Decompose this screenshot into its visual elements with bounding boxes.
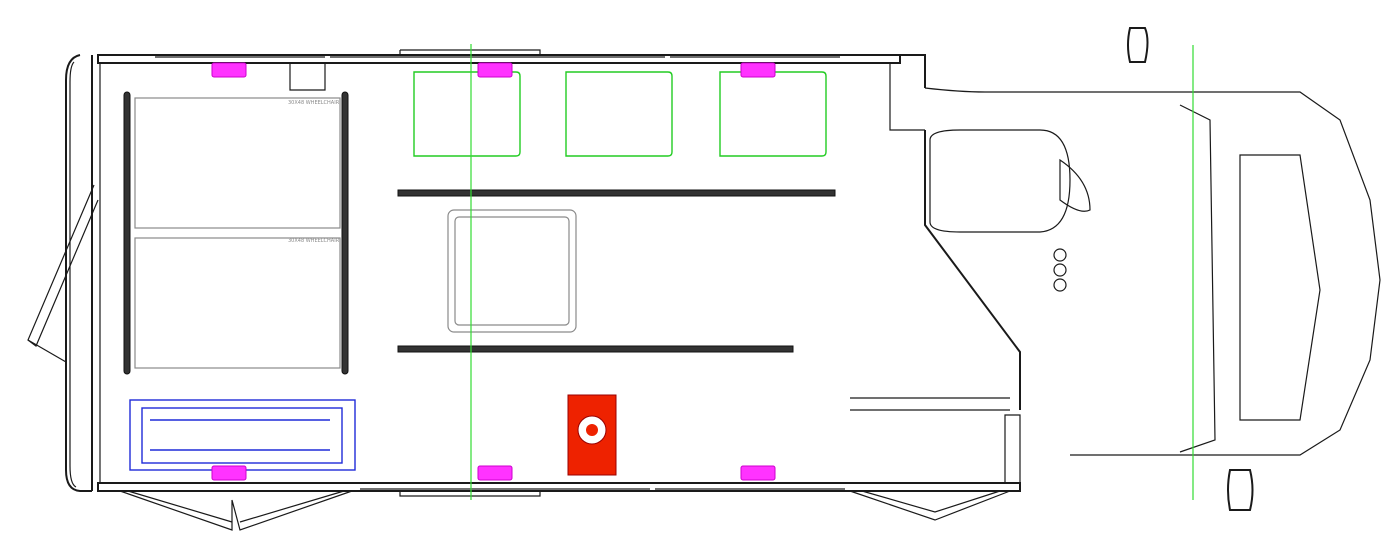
passenger-seats <box>397 71 836 353</box>
floor-hatch <box>447 209 577 333</box>
wheelchair-area: 30X48 WHEELCHAIR 30X48 WHEELCHAIR <box>123 91 349 375</box>
bus-body-outline <box>65 49 1070 497</box>
rear-door <box>27 184 353 531</box>
guide-lines <box>470 44 1194 500</box>
fire-extinguisher <box>567 394 617 476</box>
tie-down-anchors <box>211 62 776 481</box>
entry-door <box>849 397 1021 521</box>
wheelchair-label: 30X48 WHEELCHAIR <box>288 100 340 106</box>
steering-wheel <box>1059 158 1091 212</box>
side-mirror <box>1127 27 1254 511</box>
driver-cab <box>929 91 1381 456</box>
wheelchair-lift <box>129 399 356 471</box>
wheelchair-label: 30X48 WHEELCHAIR <box>288 238 340 244</box>
